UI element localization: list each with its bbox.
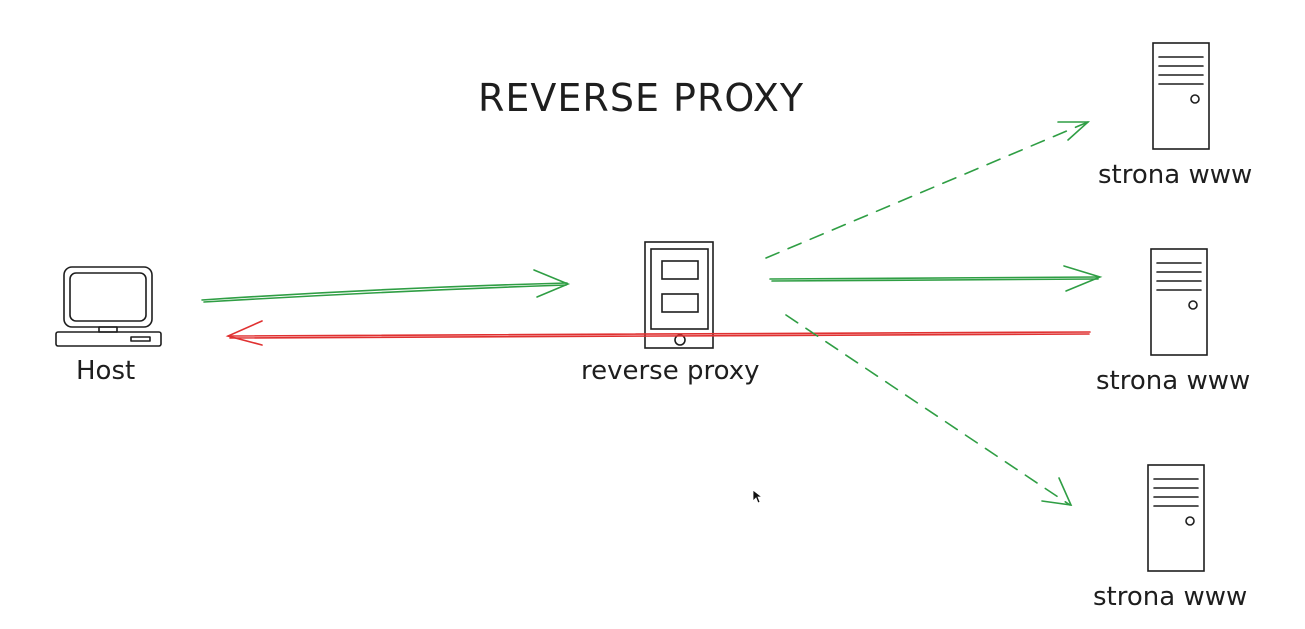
mouse-cursor-icon [752,489,764,504]
response-arrow-to-host [225,320,1091,346]
server-tower-icon [1152,42,1210,150]
request-arrow-host-to-proxy [201,269,571,303]
diagram-title: REVERSE PROXY [478,76,805,120]
server-label-2: strona www [1096,366,1251,396]
server-label-1: strona www [1098,160,1253,190]
request-arrow-proxy-to-server-2 [769,265,1103,292]
request-arrow-proxy-to-server-1 [765,121,1091,259]
server-tower-icon [1150,248,1208,356]
proxy-label: reverse proxy [581,356,760,386]
laptop-icon [55,266,162,347]
server-label-3: strona www [1093,582,1248,612]
proxy-server-icon [644,241,714,349]
server-tower-icon [1147,464,1205,572]
host-label: Host [76,356,136,386]
request-arrow-proxy-to-server-3 [785,314,1073,506]
